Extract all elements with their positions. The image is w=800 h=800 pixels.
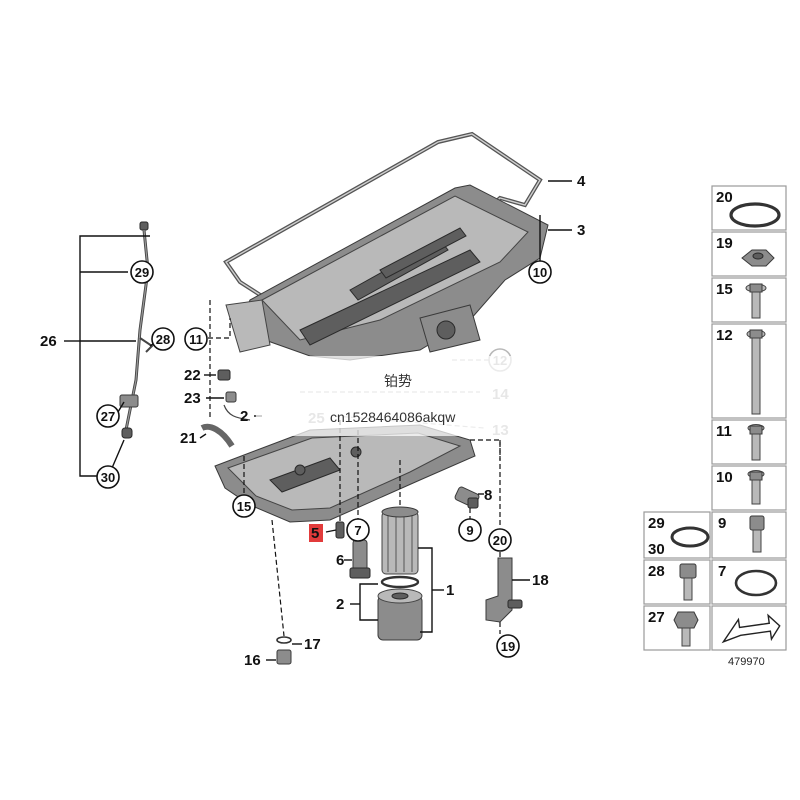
svg-text:19: 19 <box>501 639 515 654</box>
o-ring-large-icon <box>729 202 781 228</box>
legend-label-30: 30 <box>648 541 665 558</box>
legend-label-7: 7 <box>718 563 726 580</box>
legend-label-20: 20 <box>716 189 733 206</box>
oil-level-sensor <box>454 486 480 509</box>
svg-text:27: 27 <box>101 409 115 424</box>
legend-label-29: 29 <box>648 515 665 532</box>
dipstick-guide-tube <box>119 221 150 439</box>
callout-8: 8 <box>484 487 492 504</box>
diagram-reference-number: 479970 <box>728 656 765 668</box>
callout-4: 4 <box>577 173 586 190</box>
watermark: 铂势 cn1528464086akqw <box>256 356 556 436</box>
oil-filter-seal-ring <box>380 575 420 589</box>
callout-5: 5 <box>311 525 319 542</box>
circle-callout-10: 10 <box>528 260 552 284</box>
hex-nut-icon <box>741 249 775 267</box>
legend-label-28: 28 <box>648 563 665 580</box>
sealing-strip <box>200 423 235 448</box>
svg-text:9: 9 <box>466 523 473 538</box>
circle-callout-30: 30 <box>96 465 120 489</box>
watermark-line-2: cn1528464086akqw <box>330 409 456 425</box>
svg-text:30: 30 <box>101 470 115 485</box>
legend-label-10: 10 <box>716 469 733 486</box>
svg-text:7: 7 <box>354 523 361 538</box>
callout-17: 17 <box>304 636 321 653</box>
svg-text:20: 20 <box>493 533 507 548</box>
callout-1: 1 <box>446 582 454 599</box>
circle-callout-19: 19 <box>496 634 520 658</box>
upper-gasket <box>223 131 543 302</box>
circle-callout-15: 15 <box>232 494 256 518</box>
callout-2-small: 2 <box>240 408 248 425</box>
callout-2: 2 <box>336 596 344 613</box>
seal-ring-icon <box>734 569 778 597</box>
flange-bolt-icon <box>745 283 767 319</box>
legend-label-11: 11 <box>716 423 732 440</box>
circle-callout-29: 29 <box>130 260 154 284</box>
callout-21: 21 <box>180 430 197 447</box>
callout-5-highlight: 5 <box>309 524 323 542</box>
medium-bolt-icon <box>747 424 765 461</box>
pickup-bracket <box>485 557 523 623</box>
svg-text:28: 28 <box>156 332 170 347</box>
long-bolt-icon <box>746 329 766 415</box>
svg-text:10: 10 <box>533 265 547 280</box>
sensor-23 <box>223 391 251 421</box>
oil-filter-element <box>381 506 419 575</box>
arrow-symbol-icon <box>721 613 781 644</box>
oil-filter-housing <box>377 588 423 641</box>
circle-callout-27: 27 <box>96 404 120 428</box>
svg-text:15: 15 <box>237 499 251 514</box>
circle-callout-20: 20 <box>488 528 512 552</box>
callout-18: 18 <box>532 572 549 589</box>
circle-callout-9: 9 <box>458 518 482 542</box>
svg-text:11: 11 <box>189 332 203 347</box>
circle-callout-28: 28 <box>151 327 175 351</box>
callout-6: 6 <box>336 552 344 569</box>
watermark-line-1: 铂势 <box>384 373 412 389</box>
socket-screw-icon <box>749 515 765 553</box>
drain-plug <box>276 636 292 665</box>
oil-pressure-valve <box>349 539 371 579</box>
callout-3: 3 <box>577 222 585 239</box>
parts-legend: 20 19 15 12 11 10 29 30 9 28 7 27 <box>643 185 787 651</box>
legend-label-19: 19 <box>716 235 733 252</box>
callout-26: 26 <box>40 333 57 350</box>
o-ring-icon <box>670 526 710 548</box>
sensor-22 <box>217 369 231 381</box>
svg-text:29: 29 <box>135 265 149 280</box>
legend-label-12: 12 <box>716 327 733 344</box>
dipstick-clip <box>139 337 154 353</box>
short-bolt-icon <box>747 470 765 505</box>
circle-callout-11: 11 <box>184 327 208 351</box>
legend-label-27: 27 <box>648 609 665 626</box>
callout-16: 16 <box>244 652 261 669</box>
allen-screw-icon <box>679 563 697 601</box>
highlighted-sensor-part <box>335 521 345 539</box>
legend-label-9: 9 <box>718 515 726 532</box>
callout-22: 22 <box>184 367 201 384</box>
upper-oil-pan <box>225 184 549 361</box>
hex-bolt-icon <box>673 611 699 647</box>
circle-callout-7: 7 <box>346 518 370 542</box>
legend-label-15: 15 <box>716 281 733 298</box>
callout-23: 23 <box>184 390 201 407</box>
